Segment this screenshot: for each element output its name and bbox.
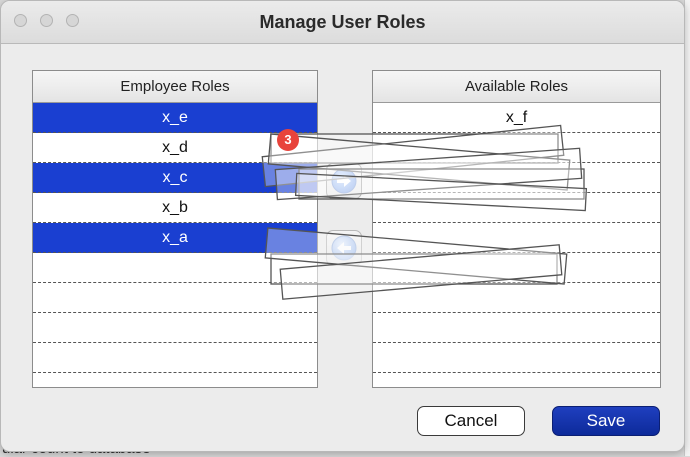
move-to-employee-button[interactable] (326, 230, 362, 266)
employee-role-row[interactable]: x_a (33, 223, 317, 253)
left-arrow-icon (331, 235, 357, 261)
employee-role-row[interactable] (33, 253, 317, 283)
title-bar: Manage User Roles (1, 1, 684, 44)
close-window-button[interactable] (14, 14, 27, 27)
save-button[interactable]: Save (552, 406, 660, 436)
available-role-row[interactable] (373, 133, 660, 163)
drag-count-badge: 3 (277, 129, 299, 151)
employee-role-row[interactable] (33, 343, 317, 373)
employee-role-row[interactable] (33, 313, 317, 343)
cancel-button[interactable]: Cancel (417, 406, 525, 436)
window-title: Manage User Roles (259, 12, 426, 32)
employee-role-row[interactable] (33, 283, 317, 313)
move-to-available-button[interactable] (326, 163, 362, 199)
available-role-row[interactable] (373, 223, 660, 253)
available-role-row[interactable]: x_f (373, 103, 660, 133)
employee-role-row[interactable]: x_d (33, 133, 317, 163)
zoom-window-button[interactable] (66, 14, 79, 27)
available-role-row[interactable] (373, 253, 660, 283)
employee-roles-header: Employee Roles (33, 71, 317, 103)
employee-role-row[interactable]: x_c (33, 163, 317, 193)
available-role-row[interactable] (373, 313, 660, 343)
available-role-row[interactable] (373, 193, 660, 223)
available-role-row[interactable] (373, 163, 660, 193)
minimize-window-button[interactable] (40, 14, 53, 27)
available-role-row[interactable] (373, 283, 660, 313)
right-arrow-icon (331, 168, 357, 194)
employee-role-row[interactable]: x_b (33, 193, 317, 223)
available-roles-header: Available Roles (373, 71, 660, 103)
employee-role-row[interactable]: x_e (33, 103, 317, 133)
available-role-row[interactable] (373, 343, 660, 373)
available-roles-list[interactable]: Available Roles x_f (372, 70, 661, 388)
